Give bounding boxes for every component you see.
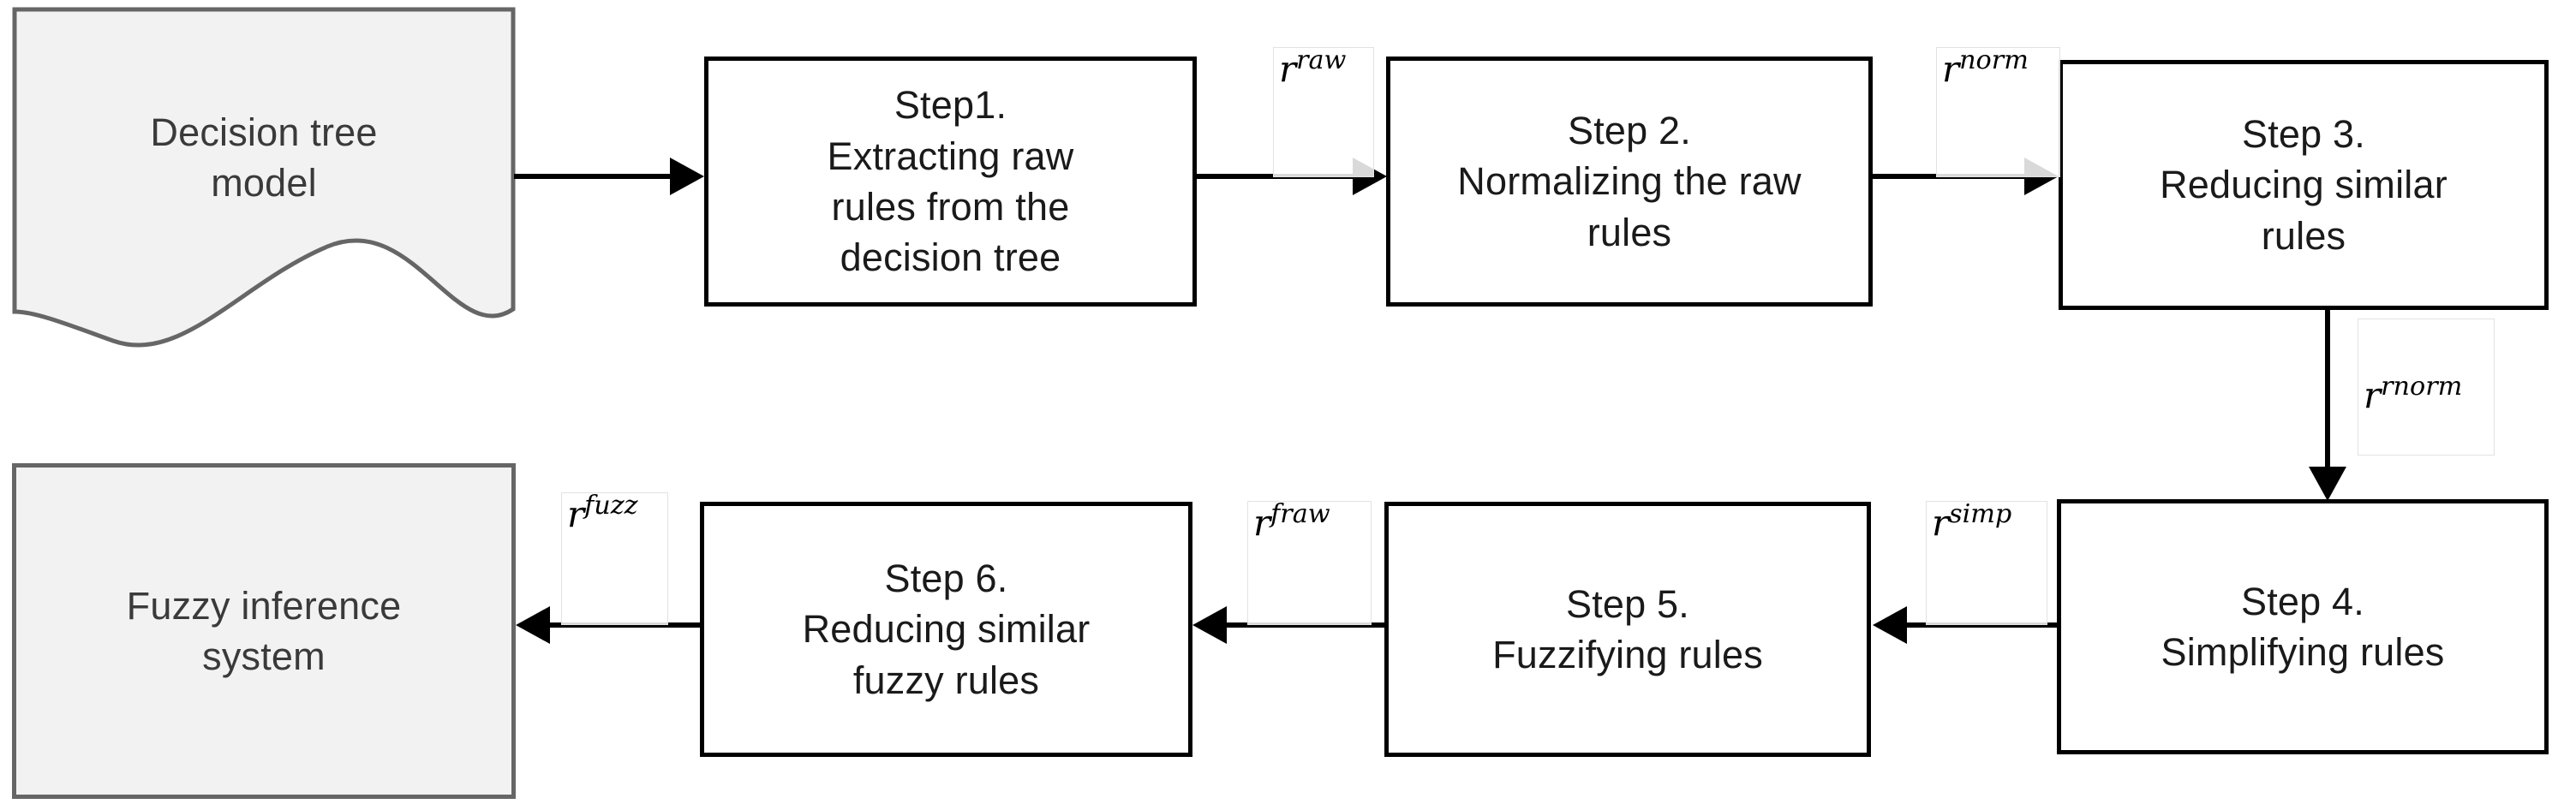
- edge-line: [550, 622, 702, 628]
- edge-label-r-fraw: rfraw: [1247, 501, 1372, 625]
- arrow-head-left-icon: [516, 606, 550, 644]
- arrow-head-left-icon: [1192, 606, 1227, 644]
- edge-line: [2325, 308, 2330, 473]
- edge-label-r-raw: rraw: [1273, 47, 1374, 177]
- node-decision-tree-model[interactable]: Decision tree model: [10, 5, 517, 348]
- edge-line: [514, 174, 672, 179]
- edge-label-r-norm: rnorm: [1936, 47, 2060, 177]
- edge-line: [1907, 622, 2059, 628]
- node-label: Step1. Extracting raw rules from the dec…: [827, 83, 1074, 280]
- arrow-head-left-icon: [1873, 606, 1907, 644]
- node-label: Step 3. Reducing similar rules: [2160, 111, 2447, 258]
- edge-label-r-fuzz: rfuzz: [561, 492, 668, 625]
- node-step-3[interactable]: Step 3. Reducing similar rules: [2059, 60, 2549, 310]
- edge-label-text: rfraw: [1253, 499, 1330, 544]
- edge-label-text: rraw: [1279, 45, 1347, 90]
- node-step-6[interactable]: Step 6. Reducing similar fuzzy rules: [700, 502, 1192, 757]
- edge-label-r-simp: rsimp: [1926, 501, 2047, 625]
- edge-label-text: rfuzz: [567, 491, 638, 535]
- node-label: Step 4. Simplifying rules: [2161, 579, 2445, 674]
- node-step-2[interactable]: Step 2. Normalizing the raw rules: [1386, 57, 1873, 307]
- arrow-head-down-icon: [2309, 467, 2346, 501]
- node-step-1[interactable]: Step1. Extracting raw rules from the dec…: [704, 57, 1197, 307]
- node-label: Step 6. Reducing similar fuzzy rules: [802, 556, 1091, 702]
- edge-label-text: rsimp: [1932, 499, 2012, 544]
- edge-line: [1227, 622, 1386, 628]
- node-label: Step 5. Fuzzifying rules: [1492, 581, 1763, 676]
- edge-label-text: rnorm: [1942, 45, 2029, 90]
- node-step-4[interactable]: Step 4. Simplifying rules: [2057, 499, 2549, 754]
- edge-label-text: rrnorm: [2364, 372, 2463, 416]
- node-label: Fuzzy inference system: [126, 583, 402, 678]
- node-step-5[interactable]: Step 5. Fuzzifying rules: [1384, 502, 1871, 757]
- node-label: Decision tree model: [150, 110, 378, 205]
- node-label: Step 2. Normalizing the raw rules: [1457, 108, 1802, 254]
- node-fuzzy-inference-system[interactable]: Fuzzy inference system: [12, 463, 516, 799]
- arrow-head-right-icon: [670, 158, 704, 195]
- edge-label-r-rnorm: rrnorm: [2358, 319, 2495, 456]
